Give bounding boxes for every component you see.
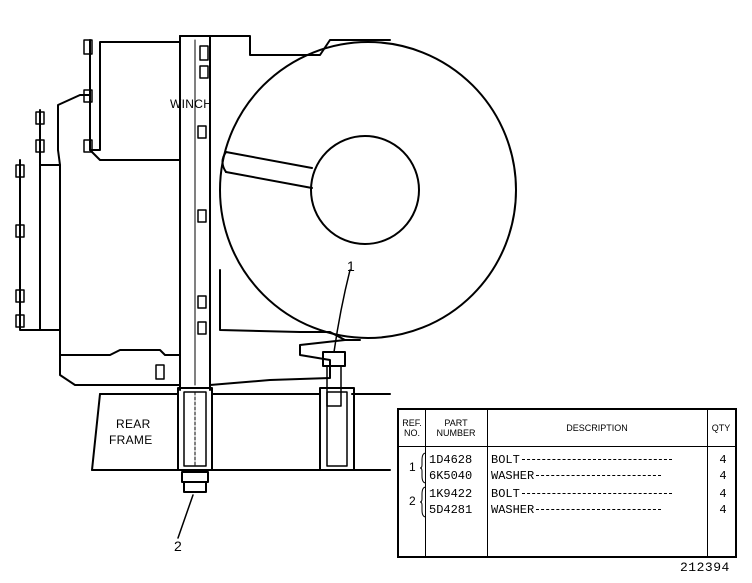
winch-drum [219, 41, 517, 339]
part-qty: 4 [719, 453, 727, 467]
ref-number-2: 2 [409, 494, 416, 508]
header-qty: QTY [711, 423, 731, 433]
part-qty: 4 [719, 469, 727, 483]
part-description: BOLT [491, 486, 709, 502]
part-number: 5D4281 [429, 503, 473, 517]
part-number: 1K9422 [429, 487, 473, 501]
table-row: 5D4281 WASHER 4 [399, 502, 735, 518]
parts-table: REF. NO. PART NUMBER DESCRIPTION QTY 1 1… [397, 408, 737, 558]
callout-2: 2 [174, 538, 182, 554]
part-description-text: WASHER [491, 469, 535, 483]
plate-bolt-heads [15, 39, 209, 380]
header-ref: REF. NO. [399, 418, 425, 438]
header-description: DESCRIPTION [566, 423, 628, 433]
header-ref-line2: NO. [403, 428, 420, 438]
drawing-number: 212394 [680, 560, 730, 575]
header-part-line1: PART [444, 418, 468, 428]
part-number: 1D4628 [429, 453, 473, 467]
table-row: 1D4628 BOLT 4 [399, 452, 735, 468]
header-ref-line1: REF. [402, 418, 422, 428]
part-number: 6K5040 [429, 469, 473, 483]
header-part-line2: NUMBER [436, 428, 476, 438]
ref-number-1: 1 [409, 460, 416, 474]
part-description-text: BOLT [491, 453, 520, 467]
ref-1-bracket [419, 452, 427, 484]
part-description: WASHER [491, 468, 709, 484]
part-description: BOLT [491, 452, 709, 468]
callout-leaders [177, 269, 351, 539]
bolt-2-assembly [177, 387, 213, 493]
ref-2-bracket [419, 486, 427, 518]
rear-frame-label-line2: FRAME [109, 433, 153, 447]
rear-frame-label-line1: REAR [116, 417, 151, 431]
part-qty: 4 [719, 487, 727, 501]
part-description: WASHER [491, 502, 709, 518]
callout-1: 1 [347, 258, 355, 274]
winch-label: WINCH [170, 97, 213, 111]
frame-plates [179, 35, 211, 391]
header-part-number: PART NUMBER [425, 418, 487, 438]
part-qty: 4 [719, 503, 727, 517]
part-description-text: WASHER [491, 503, 535, 517]
bolt-1-assembly [319, 351, 355, 471]
table-row: 6K5040 WASHER 4 [399, 468, 735, 484]
rear-frame [91, 393, 391, 471]
part-description-text: BOLT [491, 487, 520, 501]
table-row: 1K9422 BOLT 4 [399, 486, 735, 502]
